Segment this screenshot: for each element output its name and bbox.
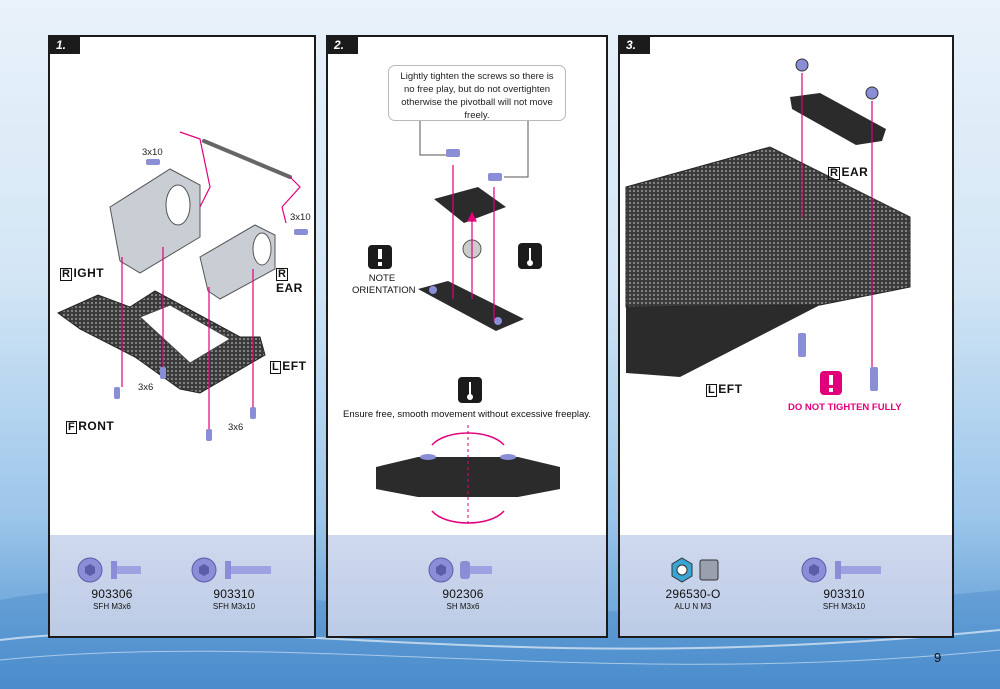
step-1-badge: 1. [50, 37, 80, 54]
note-label: NOTE ORIENTATION [352, 273, 416, 296]
step-2-drawing [368, 121, 560, 525]
part-code: 903306 [91, 587, 133, 601]
socket-screw-icon [428, 557, 492, 583]
flat-screw-icon [801, 557, 881, 583]
part-item: 903310 SFH M3x10 [186, 557, 282, 611]
nut-icon [671, 557, 719, 583]
step-2-badge: 2. [328, 37, 358, 54]
screw-size-label: 3x10 [290, 212, 311, 223]
part-code: 902306 [442, 587, 484, 601]
step-3-drawing [625, 58, 911, 395]
flat-screw-icon [77, 557, 141, 583]
tightening-callout: Lightly tighten the screws so there is n… [388, 65, 566, 121]
part-code: 903310 [823, 587, 865, 601]
parts-bar: 903306 SFH M3x6 903310 SFH M3x10 [50, 535, 314, 636]
parts-bar: 296530-O ALU N M3 903310 SFH M3x10 [620, 535, 952, 636]
warning-text: DO NOT TIGHTEN FULLY [788, 402, 902, 413]
step-1-panel: 1. [48, 35, 316, 638]
part-item: 903310 SFH M3x10 [796, 557, 892, 611]
part-desc: SH M3x6 [446, 602, 480, 611]
step-1-drawing [57, 131, 308, 441]
flat-screw-icon [191, 557, 271, 583]
part-item: 903306 SFH M3x6 [72, 557, 152, 611]
part-code: 903310 [213, 587, 255, 601]
part-desc: SFH M3x10 [822, 602, 866, 611]
part-item: 296530-O ALU N M3 [648, 557, 738, 611]
part-code: 296530-O [665, 587, 721, 601]
screw-size-label: 3x6 [228, 422, 244, 433]
page-number: 9 [934, 650, 942, 665]
direction-rear-label: REAR [276, 268, 303, 295]
screw-size-label: 3x10 [142, 147, 163, 158]
ensure-text: Ensure free, smooth movement without exc… [343, 409, 591, 420]
part-desc: SFH M3x6 [93, 602, 131, 611]
step-2-panel: 2. Lightly tighten the screws so there i… [326, 35, 608, 638]
parts-bar: 902306 SH M3x6 [328, 535, 606, 636]
part-item: 902306 SH M3x6 [418, 557, 508, 611]
screw-size-label: 3x6 [138, 382, 154, 393]
step-3-badge: 3. [620, 37, 650, 54]
part-desc: SFH M3x10 [212, 602, 256, 611]
part-desc: ALU N M3 [674, 602, 712, 611]
